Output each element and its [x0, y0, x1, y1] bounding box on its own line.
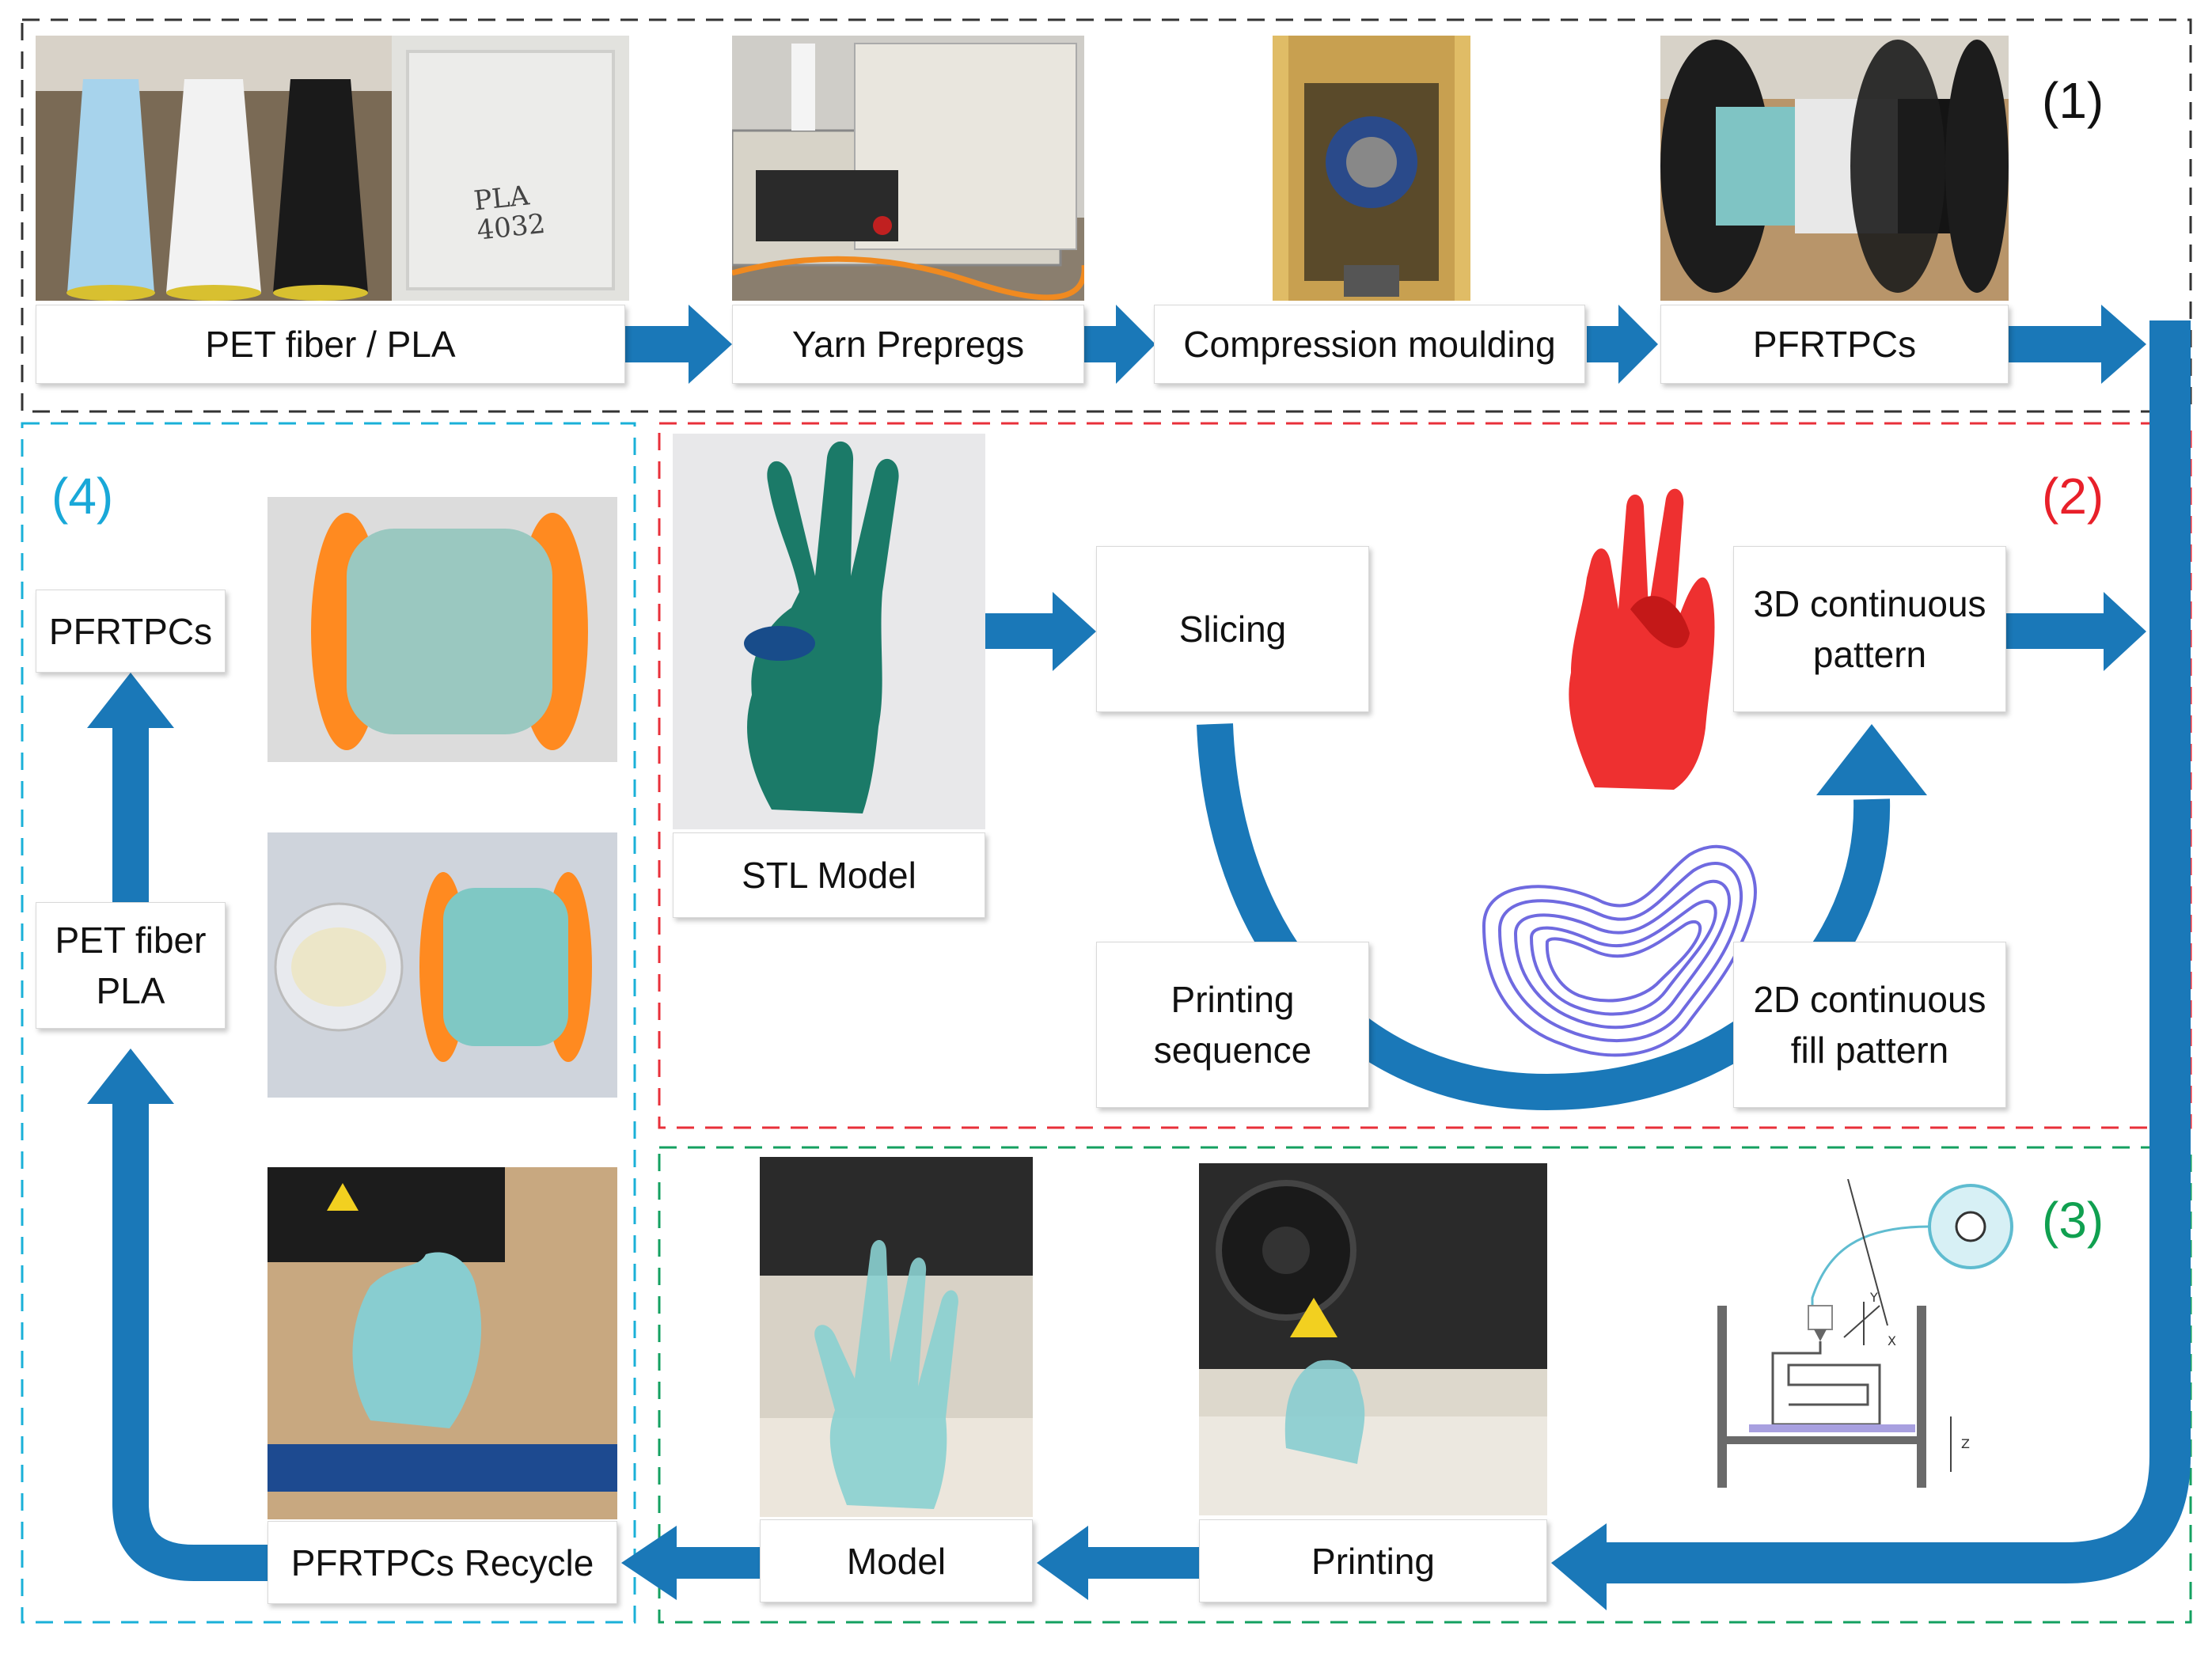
arrow-pfrtpcs-to-right	[2009, 305, 2146, 384]
arrow-slicing-loop-head	[1816, 724, 1927, 795]
photo-printed-hand-model	[760, 1157, 1033, 1517]
photo-compression-mould	[1273, 36, 1470, 301]
label-pfrtpcs-top: PFRTPCs	[1660, 305, 2009, 384]
label-slicing: Slicing	[1096, 546, 1369, 712]
label-yarn-prepregs: Yarn Prepregs	[732, 305, 1084, 384]
section-3-tag: (3)	[2042, 1192, 2104, 1249]
section-4-tag: (4)	[51, 468, 114, 525]
image-stl-hand-model	[673, 434, 985, 829]
label-compression-moulding: Compression moulding	[1154, 305, 1585, 384]
arrow-recycle-to-pet	[112, 1096, 269, 1581]
arrow-3d-to-right	[2006, 592, 2146, 671]
arrow-stl-to-slicing	[985, 592, 1096, 671]
label-model: Model	[760, 1519, 1033, 1602]
label-pfrtpcs-left: PFRTPCs	[36, 590, 226, 673]
photo-recycled-heart-print	[267, 1167, 617, 1519]
photo-yarn-prepreg-machine	[732, 36, 1084, 301]
photo-pfrtpcs-spools	[1660, 36, 2009, 301]
arrow-slicing-loop	[1197, 723, 1891, 1111]
label-printing: Printing	[1199, 1519, 1547, 1602]
arrow-yarn-to-compression	[1083, 305, 1155, 384]
arrow-pet-to-pfrtpcs-head	[87, 673, 174, 728]
arrow-compression-to-pfrtpcs	[1587, 305, 1658, 384]
label-3d-continuous-pattern: 3D continuous pattern	[1733, 546, 2006, 712]
image-printer-schematic: Y X Z	[1717, 1179, 2013, 1488]
axis-y-label: Y	[1869, 1290, 1878, 1305]
label-printing-sequence: Printing sequence	[1096, 942, 1369, 1108]
section-1-tag: (1)	[2042, 72, 2104, 129]
arrow-right-return-head	[1551, 1523, 1607, 1610]
arrow-pet-to-yarn	[625, 305, 732, 384]
axis-z-label: Z	[1961, 1436, 1970, 1451]
label-stl-model: STL Model	[673, 832, 985, 918]
image-2d-fill-pattern	[1482, 844, 1757, 1057]
image-3d-red-hand	[1569, 488, 1715, 790]
photo-recycled-spool	[267, 497, 617, 762]
arrow-recycle-to-pet-head	[87, 1049, 174, 1104]
photo-printing	[1199, 1163, 1547, 1515]
section-1-border	[21, 18, 2192, 413]
axis-x-label: X	[1888, 1333, 1896, 1348]
photo-pet-spools-pla: PLA4032	[36, 36, 629, 301]
pla-bag-label: PLA4032	[472, 179, 547, 247]
label-pet-fiber-pla-left: PET fiber PLA	[36, 902, 226, 1029]
label-pet-fiber-pla: PET fiber / PLA	[36, 305, 625, 384]
arrow-model-to-recycle	[621, 1526, 760, 1600]
arrow-printing-to-model	[1037, 1526, 1199, 1600]
section-4-border	[21, 422, 636, 1624]
label-pfrtpcs-recycle: PFRTPCs Recycle	[267, 1521, 617, 1604]
section-2-tag: (2)	[2042, 468, 2104, 525]
arrow-right-return	[1599, 320, 2191, 1583]
label-2d-continuous-fill-pattern: 2D continuous fill pattern	[1733, 942, 2006, 1108]
photo-recycled-shreds-and-spool	[267, 832, 617, 1098]
